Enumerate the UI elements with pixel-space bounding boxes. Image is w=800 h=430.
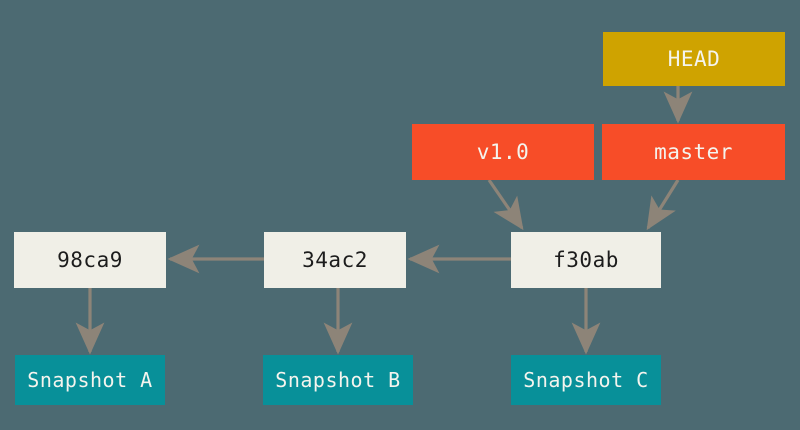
node-snapshot-b-label: Snapshot B <box>275 368 401 392</box>
node-snapshot-a-label: Snapshot A <box>27 368 153 392</box>
node-snapshot-a[interactable]: Snapshot A <box>15 355 165 405</box>
node-tag-label: v1.0 <box>476 139 530 164</box>
node-snapshot-c-label: Snapshot C <box>523 368 649 392</box>
node-snapshot-c[interactable]: Snapshot C <box>511 355 661 405</box>
node-commit-98ca9[interactable]: 98ca9 <box>14 232 166 288</box>
node-commit-34ac2-label: 34ac2 <box>302 247 368 272</box>
node-commit-f30ab-label: f30ab <box>553 247 619 272</box>
edge-master-to-f30ab <box>646 179 680 231</box>
edge-tag-to-f30ab <box>487 179 524 231</box>
node-head-label: HEAD <box>667 46 721 71</box>
node-snapshot-b[interactable]: Snapshot B <box>263 355 413 405</box>
node-branch-label: master <box>654 139 733 164</box>
node-commit-98ca9-label: 98ca9 <box>57 247 123 272</box>
node-branch-master[interactable]: master <box>602 124 785 180</box>
node-commit-34ac2[interactable]: 34ac2 <box>264 232 406 288</box>
node-tag-v1-0[interactable]: v1.0 <box>412 124 594 180</box>
node-commit-f30ab[interactable]: f30ab <box>511 232 661 288</box>
node-head[interactable]: HEAD <box>603 32 785 86</box>
